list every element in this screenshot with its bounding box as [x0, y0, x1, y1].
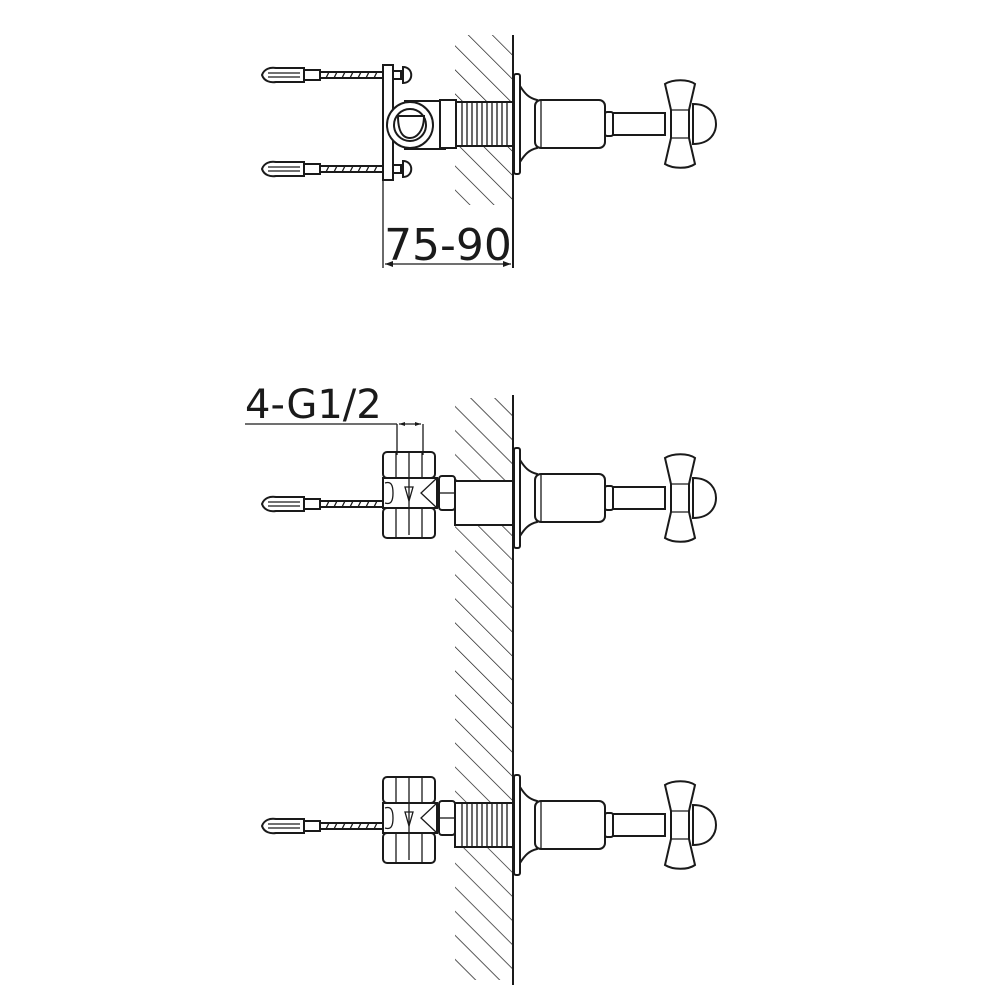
screw-head-upper [402, 65, 413, 85]
wall-anchor-bottom [261, 817, 385, 835]
bottom-valve-assembly [261, 774, 717, 876]
wall-anchor-lower [261, 160, 385, 178]
threaded-pipe [455, 101, 514, 147]
dimension-label-4-g1-2: 4-G1/2 [245, 382, 382, 428]
threaded-pipe-bottom [454, 802, 514, 848]
tee-fitting-bottom [382, 776, 456, 864]
valve-head-top [513, 73, 717, 175]
wall-anchor-upper [261, 66, 385, 84]
wall-anchor-middle [261, 495, 385, 513]
valve-head-bottom [513, 774, 717, 876]
top-valve-assembly [261, 64, 717, 181]
dimension-label-75-90: 75-90 [384, 220, 512, 271]
dimension-thread-size: 4-G1/2 [245, 382, 424, 455]
tee-fitting-middle [382, 451, 456, 539]
pipe-middle [454, 480, 514, 526]
valve-head-middle [513, 447, 717, 549]
hex-nut [439, 99, 457, 149]
screw-head-lower [402, 159, 413, 179]
dimension-wall-depth: 75-90 [382, 180, 512, 271]
middle-valve-assembly [261, 447, 717, 549]
